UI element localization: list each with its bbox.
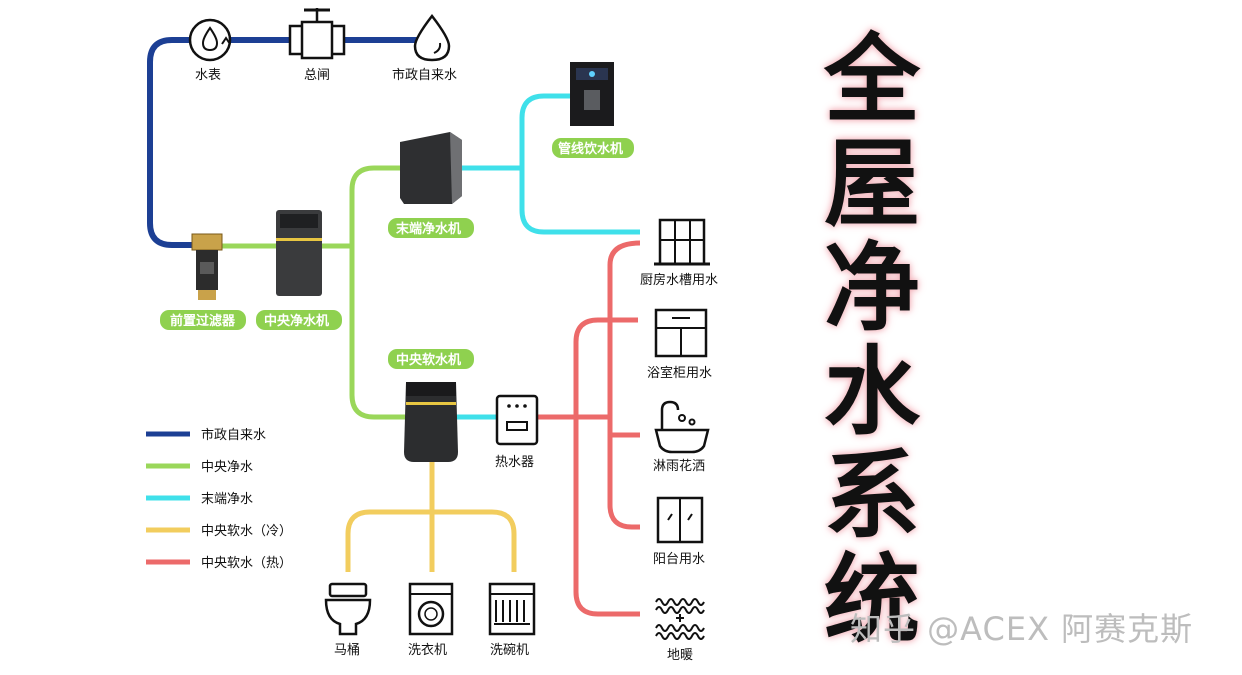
water-meter-icon xyxy=(188,18,232,62)
title-char: 水 xyxy=(824,335,920,448)
svg-text:前置过滤器: 前置过滤器 xyxy=(170,313,236,329)
floor-heating-icon xyxy=(655,598,705,640)
legend-item: 中央软水（冷） xyxy=(146,524,292,539)
label-shower: 淋雨花洒 xyxy=(653,458,705,474)
label-toilet: 马桶 xyxy=(334,643,360,658)
label-water-heater: 热水器 xyxy=(495,455,534,470)
label-dishwasher: 洗碗机 xyxy=(490,642,529,658)
svg-text:中央软水机: 中央软水机 xyxy=(396,352,461,368)
toilet-icon xyxy=(324,582,372,636)
bathroom-cabinet-icon xyxy=(654,308,708,358)
label-balcony: 阳台用水 xyxy=(653,552,705,567)
title-char: 屋 xyxy=(824,127,920,240)
svg-text:市政自来水: 市政自来水 xyxy=(201,427,266,443)
bathtub-icon xyxy=(654,400,710,454)
balcony-door-icon xyxy=(656,496,704,544)
legend-item: 末端净水 xyxy=(146,492,253,507)
label-water-meter: 水表 xyxy=(195,68,221,83)
pill-pipeline-dispenser: 管线饮水机 xyxy=(552,138,634,158)
svg-text:中央软水（冷）: 中央软水（冷） xyxy=(201,524,292,539)
prefilter-icon xyxy=(191,233,223,300)
terminal-purifier-icon xyxy=(400,132,462,204)
pill-central-purifier: 中央净水机 xyxy=(256,310,342,330)
pipe-soft-cold xyxy=(345,460,517,572)
legend-item: 中央净水 xyxy=(146,460,253,475)
svg-text:中央软水（热）: 中央软水（热） xyxy=(201,556,292,571)
kitchen-sink-icon xyxy=(654,218,710,266)
label-bathroom-cabinet: 浴室柜用水 xyxy=(647,365,712,381)
label-kitchen-sink: 厨房水槽用水 xyxy=(640,272,718,288)
title-char: 统 xyxy=(824,543,920,656)
water-heater-icon xyxy=(495,394,539,446)
label-floor-heating: 地暖 xyxy=(667,648,693,663)
pipe-soft-hot xyxy=(537,240,641,617)
central-purifier-icon xyxy=(276,210,322,296)
title-char: 净 xyxy=(824,231,920,344)
svg-text:末端净水机: 末端净水机 xyxy=(395,221,461,237)
pipe-central-purified xyxy=(215,165,430,420)
legend: 市政自来水 中央净水 末端净水 中央软水（冷） 中央软水（热） xyxy=(146,427,292,571)
washing-machine-icon xyxy=(408,582,454,636)
svg-text:管线饮水机: 管线饮水机 xyxy=(558,141,623,157)
title-char: 系 xyxy=(824,439,920,552)
pill-central-softener: 中央软水机 xyxy=(388,349,474,369)
dishwasher-icon xyxy=(488,582,536,636)
title-char: 全 xyxy=(824,23,920,136)
main-valve-icon xyxy=(288,8,346,60)
svg-text:中央净水机: 中央净水机 xyxy=(264,313,329,329)
label-washer: 洗衣机 xyxy=(408,642,447,658)
legend-item: 市政自来水 xyxy=(146,427,266,443)
label-municipal-water: 市政自来水 xyxy=(392,67,457,83)
pipe-terminal-purified xyxy=(458,93,640,235)
label-main-valve: 总闸 xyxy=(304,68,330,83)
watermark: 知乎 @ACEX 阿赛克斯 xyxy=(850,610,1194,648)
page-title: 全 屋 净 水 系 统 xyxy=(812,28,932,652)
pipe-municipal xyxy=(147,37,423,248)
central-softener-icon xyxy=(404,382,458,462)
svg-text:中央净水: 中央净水 xyxy=(201,460,253,475)
svg-text:末端净水: 末端净水 xyxy=(201,492,253,507)
water-drop-icon xyxy=(413,13,451,62)
pipeline-dispenser-icon xyxy=(570,62,614,126)
pill-terminal-purifier: 末端净水机 xyxy=(388,218,474,238)
legend-item: 中央软水（热） xyxy=(146,556,292,571)
pill-prefilter: 前置过滤器 xyxy=(160,310,246,330)
